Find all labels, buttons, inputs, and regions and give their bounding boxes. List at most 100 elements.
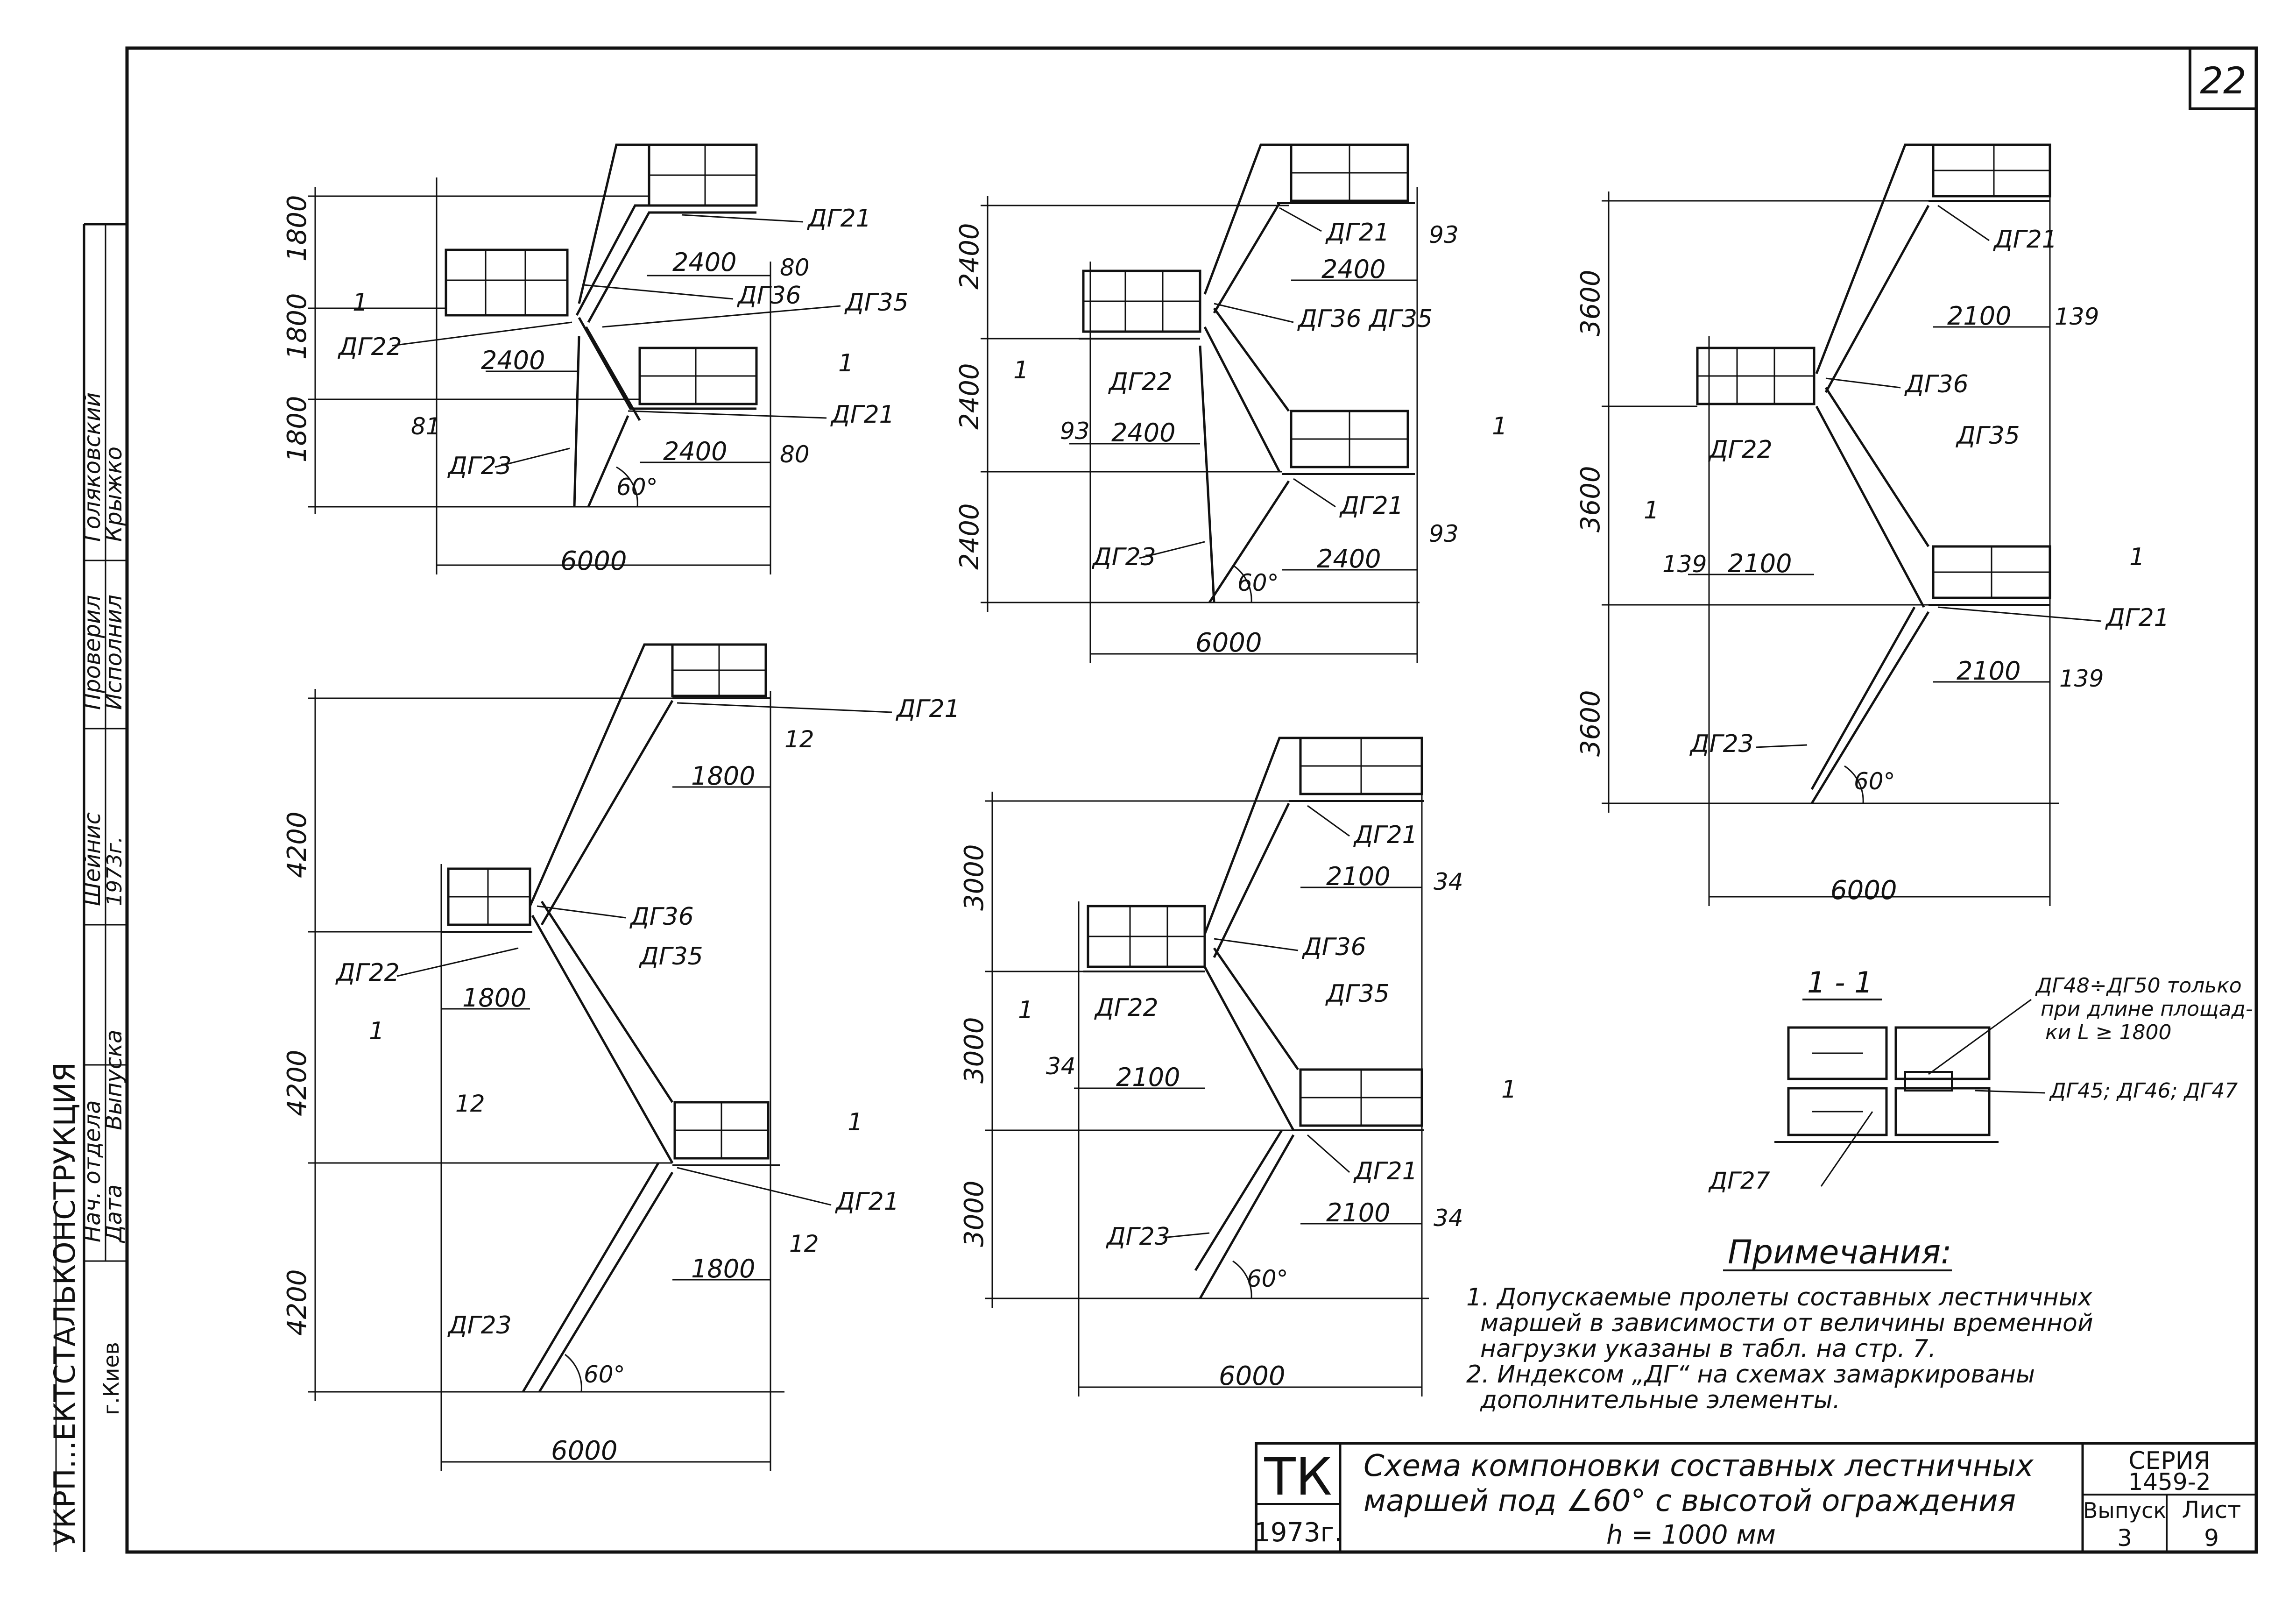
diagram-2-dims-2: 3600 (1575, 690, 1606, 757)
page-number: 22 (2200, 60, 2246, 102)
diagram-2-dims-3: 2100 (1947, 301, 2011, 331)
diagram-2-dims-8: 139 (1662, 551, 1707, 578)
label-dg35: ДГ35 (844, 289, 909, 317)
diagram-1-dims-10: 60° (1237, 569, 1279, 596)
diagram-h2400: 2400 2400 2400 2400 2400 2400 93 93 93 6… (954, 143, 1507, 663)
diagram-2-dims-10: 60° (1854, 768, 1895, 795)
stamp-name-kryzhko: Крыжко (101, 447, 127, 542)
diagram-2-labels-2: ДГ35 (1956, 422, 2020, 450)
title-year: 1973г. (1254, 1517, 1342, 1548)
sheet-frame (125, 46, 2258, 1554)
diagram-2-dims-1: 3600 (1575, 466, 1606, 532)
section-1-1-detail: 1 - 1 ДГ48÷ДГ50 только при длине площад-… (1708, 965, 2253, 1194)
diagram-2-dims-9: 6000 (1830, 875, 1897, 906)
note-1-line-1: 1. Допускаемые пролеты составных лестнич… (1466, 1283, 2093, 1311)
diagram-3-dims-0: 4200 (282, 811, 312, 878)
title-line-1: Схема компоновки составных лестничных (1363, 1449, 2034, 1483)
diagram-1-dims-4: 2400 (1111, 418, 1175, 447)
stamp-name-sheinis: Шейнис (79, 812, 106, 906)
diagram-4-dims-4: 2100 (1116, 1063, 1180, 1092)
diagram-4-labels-0: ДГ21 (1353, 821, 1418, 849)
diagram-h1800: 1800 1800 1800 2400 2400 2400 80 80 81 6… (282, 143, 909, 576)
organization-name: УКРП...ЕКТСТАЛЬКОНСТРУКЦИЯ (48, 1062, 82, 1546)
diagram-1-dims-1: 2400 (954, 363, 985, 430)
dim-1800-mid: 1800 (282, 293, 312, 360)
diagram-2-section-undefined: 1 (1644, 496, 1659, 525)
diagram-h4200: 4200 4200 4200 1800 1800 1800 12 12 12 6… (282, 643, 960, 1471)
sheet-value: 9 (2204, 1524, 2219, 1552)
stamp-date-label: Дата (101, 1184, 127, 1243)
diagram-1-labels-3: ДГ21 (1339, 492, 1404, 520)
title-block: ТК 1973г. Схема компоновки составных лес… (1254, 1442, 2258, 1553)
diagram-1-dims-0: 2400 (954, 223, 985, 290)
page-number-box (2189, 47, 2258, 110)
organization-city: г.Киев (99, 1342, 124, 1415)
label-dg36: ДГ36 (737, 282, 801, 310)
left-stamp: Нач. отдела Проверил Исполнил Шейнис Гол… (48, 223, 127, 1552)
diagram-3-dims-7: 12 (789, 1230, 819, 1257)
diagram-3-dims-5: 1800 (691, 1254, 755, 1283)
diagram-3-dims-3: 1800 (691, 761, 755, 791)
diagram-3-dims-8: 12 (455, 1090, 485, 1117)
title-line-2: маршей под ∠60° с высотой ограждения (1363, 1484, 2016, 1518)
diagram-4-section-undefined: 1 (1018, 996, 1033, 1024)
diagram-2-dims-5: 2100 (1957, 656, 2020, 686)
section-note-c: ки L ≥ 1800 (2045, 1021, 2172, 1044)
diagram-3-labels-5: ДГ23 (447, 1311, 512, 1340)
issue-label: Выпуск (2083, 1498, 2166, 1523)
diagram-3-labels-0: ДГ21 (896, 695, 960, 723)
stamp-year: 1973г. (103, 836, 127, 906)
diagram-4-labels-1: ДГ36 (1302, 933, 1366, 961)
diagram-3-labels-1: ДГ36 (629, 903, 694, 931)
diagram-2-labels-5: ДГ23 (1689, 730, 1754, 758)
diagram-1-labels-2: ДГ22 (1108, 368, 1173, 396)
dim-2400-mid: 2400 (481, 346, 545, 375)
label-dg22: ДГ22 (338, 333, 402, 361)
dim-81: 81 (411, 413, 441, 440)
diagram-4-dims-7: 34 (1434, 1205, 1463, 1232)
notes-heading: Примечания: (1728, 1233, 1952, 1271)
label-dg21-top: ДГ21 (807, 205, 871, 233)
dim-80-bot: 80 (780, 441, 810, 468)
dim-2400-bot: 2400 (663, 437, 727, 466)
diagram-3-dims-2: 4200 (282, 1269, 312, 1336)
note-2-line-1: 2. Индексом „ДГ“ на схемах замаркированы (1466, 1361, 2035, 1389)
stamp-row-head-of-department: Нач. отдела (79, 1100, 106, 1242)
note-1-line-2: маршей в зависимости от величины временн… (1480, 1309, 2093, 1337)
diagram-1-dims-9: 6000 (1195, 628, 1262, 658)
section-label-right: ДГ45; ДГ46; ДГ47 (2049, 1079, 2238, 1103)
diagram-4-labels-4: ДГ21 (1353, 1157, 1418, 1185)
stamp-row-executed: Исполнил (101, 595, 127, 710)
diagram-1-dims-6: 93 (1429, 221, 1459, 248)
diagram-3-labels-3: ДГ22 (335, 959, 400, 987)
title-line-3: h = 1000 мм (1606, 1520, 1776, 1550)
diagram-2-section-undefined: 1 (2129, 543, 2145, 571)
angle-60: 60° (616, 474, 658, 501)
notes: Примечания: 1. Допускаемые пролеты соста… (1466, 1233, 2093, 1414)
section-note-a: ДГ48÷ДГ50 только (2035, 974, 2242, 998)
dim-1800-bot: 1800 (282, 396, 312, 462)
diagram-1-dims-3: 2400 (1321, 255, 1385, 284)
diagram-4-labels-2: ДГ35 (1325, 980, 1390, 1008)
stamp-row-checked: Проверил (79, 595, 106, 710)
diagram-3-dims-6: 12 (784, 726, 814, 753)
diagram-1-dims-7: 93 (1429, 520, 1459, 547)
diagram-3-dims-4: 1800 (462, 983, 526, 1013)
diagram-3-section-undefined: 1 (369, 1017, 384, 1045)
diagram-1-dims-2: 2400 (954, 503, 985, 570)
diagram-3-dims-10: 60° (584, 1361, 625, 1388)
issue-value: 3 (2117, 1524, 2132, 1552)
label-dg21-bot: ДГ21 (830, 401, 895, 429)
diagram-2-dims-7: 139 (2059, 665, 2104, 692)
diagram-h3600: 3600 3600 3600 2100 2100 2100 139 139 13… (1575, 143, 2169, 906)
dim-80-top: 80 (780, 254, 810, 281)
diagram-1-dims-5: 2400 (1317, 544, 1381, 574)
diagram-4-dims-1: 3000 (959, 1017, 989, 1084)
diagram-3-section-undefined: 1 (848, 1108, 863, 1136)
diagram-2-dims-6: 139 (2055, 303, 2099, 330)
title-tk: ТК (1264, 1447, 1332, 1507)
diagram-1-section-undefined: 1 (1492, 412, 1507, 440)
diagram-1-labels-1: ДГ36 ДГ35 (1297, 305, 1433, 333)
diagram-4-dims-10: 60° (1247, 1265, 1288, 1292)
